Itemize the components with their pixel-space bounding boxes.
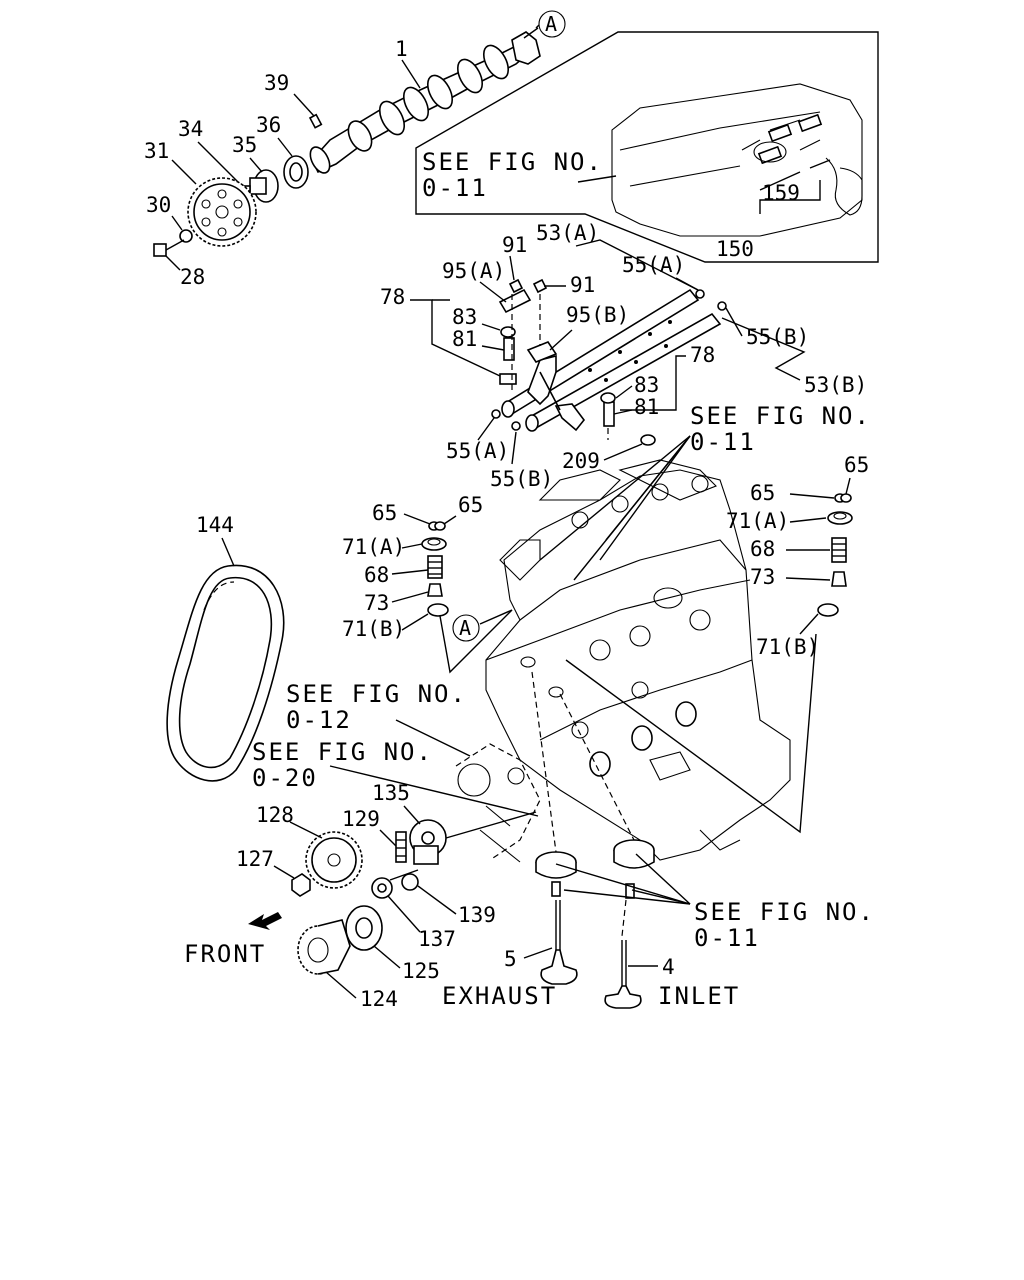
callout-127: 127 xyxy=(236,847,274,871)
callout-150: 150 xyxy=(716,237,754,261)
callout-95a: 95(A) xyxy=(442,259,505,283)
part-5-exhaust-valve xyxy=(531,671,578,985)
see-fig-note-012-line2: 0-12 xyxy=(286,706,352,734)
see-fig-note-right-line1: SEE FIG NO. xyxy=(690,402,871,430)
part-39-key xyxy=(308,113,323,129)
callout-31: 31 xyxy=(144,139,169,163)
see-fig-note-valve-line2: 0-11 xyxy=(694,924,760,952)
part-30-washer xyxy=(179,229,193,243)
part-125-pulley xyxy=(345,905,383,951)
inset-box xyxy=(415,31,879,263)
part-129-spring xyxy=(395,831,407,863)
callout-55a-bottom: 55(A) xyxy=(446,439,509,463)
see-fig-note-inset-line2: 0-11 xyxy=(422,174,488,202)
callout-83-left: 83 xyxy=(452,305,477,329)
part-144-timing-belt xyxy=(166,564,285,782)
callout-5: 5 xyxy=(504,947,517,971)
callout-135: 135 xyxy=(372,781,410,805)
callout-71b-right: 71(B) xyxy=(756,635,819,659)
camshaft xyxy=(309,27,541,174)
see-fig-note-right-line2: 0-11 xyxy=(690,428,756,456)
callout-65-right: 65 xyxy=(750,481,775,505)
svg-text:A: A xyxy=(459,616,471,640)
rocker-shaft-assembly xyxy=(491,278,727,446)
callout-35: 35 xyxy=(232,133,257,157)
part-128-crank-gear xyxy=(305,831,363,889)
valve-spring-set-right xyxy=(565,493,853,834)
callout-81-right: 81 xyxy=(634,395,659,419)
callout-28: 28 xyxy=(180,265,205,289)
part-124-crank-pulley xyxy=(297,919,351,975)
front-arrow-icon xyxy=(248,912,282,930)
callout-65-left-a: 65 xyxy=(372,501,397,525)
callout-125: 125 xyxy=(402,959,440,983)
callout-34: 34 xyxy=(178,117,203,141)
callout-36: 36 xyxy=(256,113,281,137)
part-31-cam-gear xyxy=(187,177,257,247)
callout-124: 124 xyxy=(360,987,398,1011)
callout-83-right: 83 xyxy=(634,373,659,397)
callout-71b-left: 71(B) xyxy=(342,617,405,641)
callout-81-left: 81 xyxy=(452,327,477,351)
part-127-nut xyxy=(291,873,311,897)
callout-209: 209 xyxy=(562,449,600,473)
svg-text:A: A xyxy=(545,12,557,36)
see-fig-note-valve-line1: SEE FIG NO. xyxy=(694,898,875,926)
valve-spring-set-left xyxy=(421,521,513,674)
part-135-tensioner xyxy=(409,811,537,865)
front-label: FRONT xyxy=(184,940,266,968)
part-4-inlet-valve xyxy=(559,693,655,1009)
reference-circle-a-middle: A xyxy=(452,614,480,642)
callout-53a: 53(A) xyxy=(536,221,599,245)
callout-65-left-b: 65 xyxy=(458,493,483,517)
callout-53b: 53(B) xyxy=(804,373,867,397)
callout-71a-right: 71(A) xyxy=(726,509,789,533)
callout-55b-bottom: 55(B) xyxy=(490,467,553,491)
see-fig-note-012-line1: SEE FIG NO. xyxy=(286,680,467,708)
callout-139: 139 xyxy=(458,903,496,927)
callout-55a-top: 55(A) xyxy=(622,253,685,277)
callout-144: 144 xyxy=(196,513,234,537)
callout-68-right: 68 xyxy=(750,537,775,561)
callout-73-left: 73 xyxy=(364,591,389,615)
callout-73-right: 73 xyxy=(750,565,775,589)
inlet-label: INLET xyxy=(658,982,740,1010)
part-28-bolt xyxy=(153,239,185,257)
callout-78-left: 78 xyxy=(380,285,405,309)
callout-68-left: 68 xyxy=(364,563,389,587)
see-fig-note-020-line2: 0-20 xyxy=(252,764,318,792)
callout-71a-left: 71(A) xyxy=(342,535,405,559)
callout-159: 159 xyxy=(762,181,800,205)
callout-55b-top: 55(B) xyxy=(746,325,809,349)
callout-129: 129 xyxy=(342,807,380,831)
callout-65-right-top: 65 xyxy=(844,453,869,477)
callout-78-right: 78 xyxy=(690,343,715,367)
part-137-bolt xyxy=(371,877,393,899)
callout-39: 39 xyxy=(264,71,289,95)
callout-91-right: 91 xyxy=(570,273,595,297)
front-cover xyxy=(455,743,541,863)
callout-4: 4 xyxy=(662,955,675,979)
callout-30: 30 xyxy=(146,193,171,217)
exhaust-label: EXHAUST xyxy=(442,982,557,1010)
part-139-bolt xyxy=(401,873,419,891)
callout-1: 1 xyxy=(395,37,408,61)
callout-137: 137 xyxy=(418,927,456,951)
callout-128: 128 xyxy=(256,803,294,827)
callout-91-left: 91 xyxy=(502,233,527,257)
see-fig-note-inset-line1: SEE FIG NO. xyxy=(422,148,603,176)
cylinder-head xyxy=(485,459,791,861)
reference-circle-a-top: A xyxy=(538,10,566,38)
see-fig-note-020-line1: SEE FIG NO. xyxy=(252,738,433,766)
callout-95b: 95(B) xyxy=(566,303,629,327)
